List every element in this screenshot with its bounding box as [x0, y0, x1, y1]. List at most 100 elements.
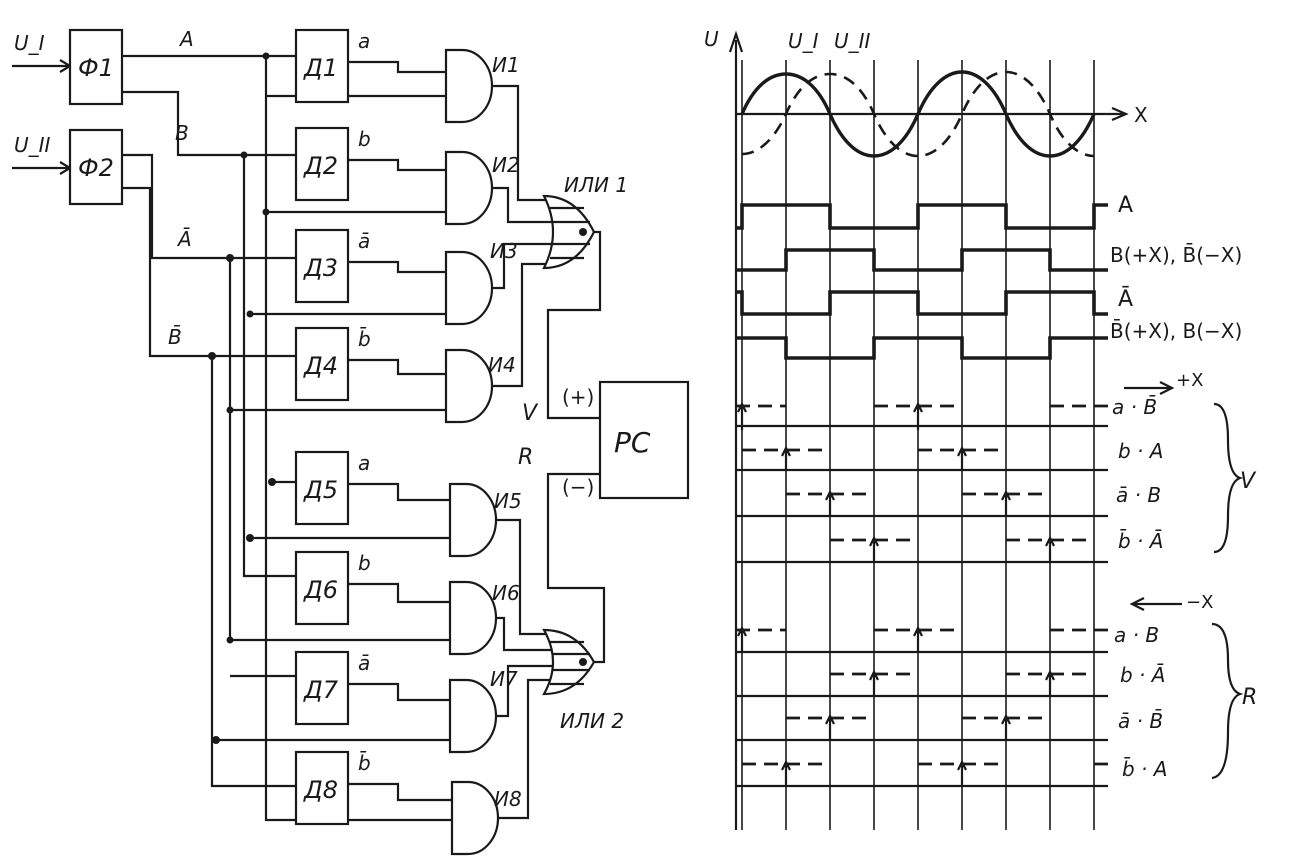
diff-1-label: Д1: [303, 54, 338, 82]
level-b-bar-label: B̄(+X), B(−X): [1110, 318, 1242, 343]
input-u1-label: U_I: [14, 31, 45, 55]
r-product-rows: [736, 628, 1108, 788]
r-pulse-arrows: [737, 625, 1055, 786]
and-8-label: И8: [494, 787, 522, 811]
and-7-label: И7: [490, 667, 518, 691]
v-product-2: b · A: [1118, 439, 1163, 463]
diff-7-out: ā: [358, 651, 370, 675]
r-product-3: ā · B̄: [1118, 708, 1163, 733]
x-axis: [736, 106, 1129, 122]
level-b-bar: [736, 336, 1108, 360]
forward-dir-label: +X: [1176, 370, 1203, 391]
v-pulse-arrows: [737, 401, 1055, 562]
v-product-3: ā · B: [1116, 483, 1161, 507]
diff-6-out: b: [358, 551, 371, 575]
and-5-label: И5: [494, 489, 522, 513]
input-u2-arrow: [12, 161, 73, 175]
v-product-rows: [736, 404, 1108, 564]
r-product-2: b · Ā: [1120, 663, 1165, 687]
reverse-dir-label: −X: [1186, 592, 1213, 613]
and-2-label: И2: [492, 153, 520, 177]
level-a-bar-label: Ā: [1118, 287, 1133, 312]
diff-1-out: a: [358, 29, 370, 53]
diff-8-label: Д8: [303, 776, 338, 804]
shaper-f2: [68, 128, 124, 206]
logic-circuit: U_I U_II Ф1 Ф2 A B Ā B̄: [12, 27, 690, 856]
r-group-label: R: [1242, 685, 1257, 710]
shaper-f2-label: Ф2: [78, 154, 114, 182]
x-axis-label: X: [1134, 103, 1148, 127]
bus-b-bar: [122, 186, 296, 358]
time-gridlines: [741, 60, 1095, 830]
wire-diff-to-and: [348, 60, 456, 802]
and-6-label: И6: [492, 581, 520, 605]
wire-bbar-down: [210, 356, 296, 788]
input-u1-arrow: [12, 59, 73, 73]
and-1-label: И1: [492, 53, 520, 77]
counter-label: РС: [614, 426, 651, 459]
level-a-label: A: [1118, 193, 1133, 218]
diff-6-label: Д6: [303, 576, 338, 604]
or-gate-2-hatch: [550, 640, 590, 686]
counter-plus: (+): [562, 385, 594, 409]
v-group-brace: [1213, 402, 1244, 554]
reverse-arrow: [1129, 597, 1182, 611]
shaper-f1-label: Ф1: [78, 54, 114, 82]
wire-and-to-or1: [492, 84, 554, 388]
diff-8-out: b̄: [358, 750, 371, 775]
sine-u2: [741, 70, 1095, 158]
diff-4-label: Д4: [303, 352, 338, 380]
level-a-bar: [736, 290, 1108, 316]
forward-arrow: [1124, 381, 1175, 395]
wire-b-down: [242, 155, 296, 578]
diff-5-out: a: [358, 451, 370, 475]
label-v: V: [522, 401, 539, 426]
wire-or2-to-counter: [546, 472, 606, 664]
or-gate-2-out-dot: [579, 658, 587, 666]
diff-5-label: Д5: [303, 476, 338, 504]
diff-3-out: ā: [358, 229, 370, 253]
bus-b-bar-label: B̄: [168, 324, 182, 349]
wire-and-to-or2: [496, 518, 554, 820]
or-2-label: ИЛИ 2: [560, 709, 624, 733]
u-axis: [728, 30, 744, 830]
level-b: [736, 248, 1108, 272]
v-group-label: V: [1240, 469, 1257, 494]
u-axis-label: U: [704, 27, 719, 51]
wire-or1-to-counter: [546, 230, 602, 420]
r-product-4: b̄ · A: [1122, 756, 1167, 781]
bus-b: [122, 90, 296, 157]
wave-u1-label: U_I: [788, 29, 819, 53]
wire-and-second-inputs: [230, 94, 452, 412]
bus-a-bar-label: Ā: [176, 227, 192, 251]
and-gates: [444, 48, 500, 856]
counter-minus: (−): [562, 475, 594, 499]
diff-7-label: Д7: [303, 676, 339, 704]
diff-2-out: b: [358, 127, 371, 151]
timing-diagram: U X U_I U_II A B(+X), B̄(−X) Ā B̄(+X), B…: [704, 27, 1257, 830]
or-1-label: ИЛИ 1: [564, 173, 628, 197]
and-4-label: И4: [488, 353, 516, 377]
level-a: [736, 203, 1108, 230]
diff-3-label: Д3: [303, 254, 338, 282]
bus-a-bar: [122, 153, 296, 260]
differentiators: [294, 28, 350, 826]
input-u2-label: U_II: [14, 133, 51, 157]
diff-4-out: b̄: [358, 326, 371, 351]
bus-a-label: A: [178, 27, 194, 51]
or-gate-1-hatch: [550, 206, 590, 260]
wire-a-down: [264, 56, 456, 822]
reversible-counter: [598, 380, 690, 500]
bus-b-label: B: [175, 121, 189, 145]
shaper-f1: [68, 28, 124, 106]
or-gate-2: [542, 628, 596, 696]
level-b-label: B(+X), B̄(−X): [1110, 242, 1242, 267]
diff-2-label: Д2: [303, 152, 338, 180]
v-product-4: b̄ · Ā: [1118, 528, 1163, 553]
v-product-1: a · B̄: [1112, 394, 1157, 419]
r-group-brace: [1211, 622, 1244, 780]
junction-dots: [208, 52, 276, 744]
r-product-1: a · B: [1114, 623, 1159, 647]
or-gate-1-out-dot: [579, 228, 587, 236]
